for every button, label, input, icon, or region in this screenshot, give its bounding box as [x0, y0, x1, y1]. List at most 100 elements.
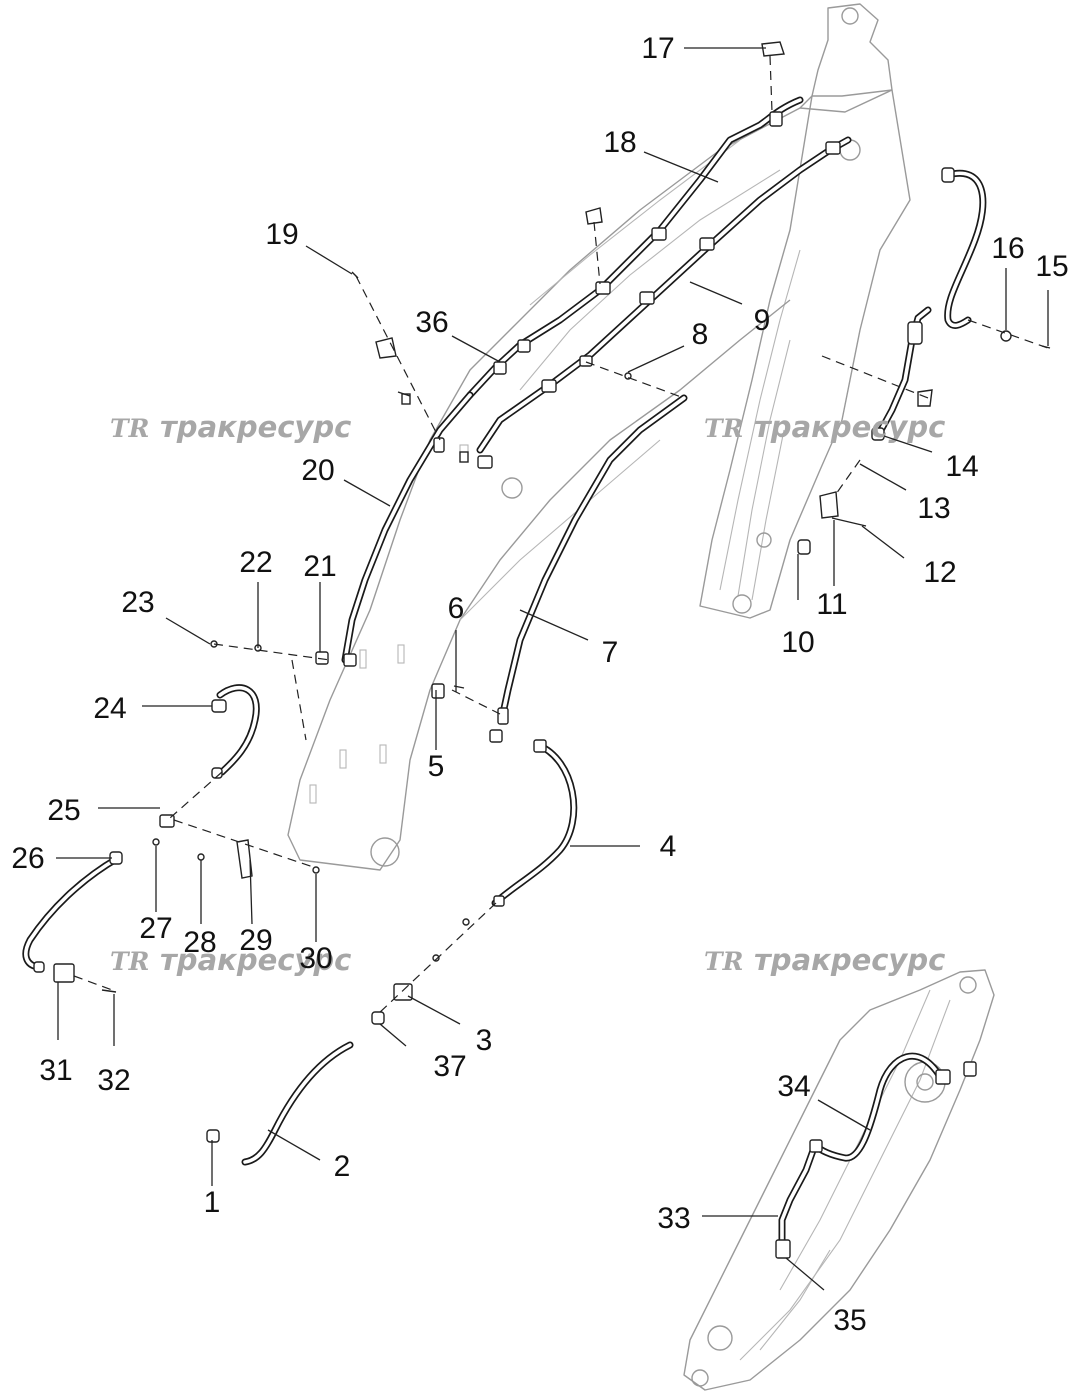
watermark-text: тракресурс: [160, 410, 351, 444]
watermark-logo: TR: [110, 947, 149, 976]
callout-27: 27: [139, 912, 172, 945]
watermark-text: тракресурс: [754, 410, 945, 444]
callout-26: 26: [11, 842, 44, 875]
clamp: [433, 437, 445, 453]
callout-12: 12: [923, 556, 956, 589]
watermark-text: тракресурс: [160, 943, 351, 977]
fitting: [206, 1129, 220, 1143]
callout-15: 15: [1035, 250, 1068, 283]
washer: [152, 838, 160, 846]
callout-14: 14: [945, 450, 978, 483]
callout-30: 30: [299, 942, 332, 975]
bracket: [761, 41, 785, 57]
bracket: [585, 207, 603, 225]
bracket: [819, 491, 839, 519]
tube-9: [476, 136, 852, 454]
bracket: [375, 337, 397, 359]
clamp: [699, 237, 715, 251]
watermark-logo: TR: [704, 414, 743, 443]
callout-32: 32: [97, 1064, 130, 1097]
clamp: [497, 707, 509, 725]
clamp: [393, 983, 413, 1001]
callout-7: 7: [602, 636, 619, 669]
clamp: [517, 339, 531, 353]
callout-3: 3: [476, 1024, 493, 1057]
callout-28: 28: [183, 926, 216, 959]
fitting: [371, 1011, 385, 1025]
watermark-logo: TR: [704, 947, 743, 976]
watermark-3: TR тракресурс: [110, 943, 351, 977]
washer: [312, 866, 320, 874]
watermark-1: TR тракресурс: [110, 410, 351, 444]
callout-16: 16: [991, 232, 1024, 265]
clamp: [315, 651, 329, 665]
hoses: [22, 96, 987, 1166]
callout-29: 29: [239, 924, 272, 957]
clamp: [533, 739, 547, 753]
clamp: [477, 455, 493, 469]
callout-22: 22: [239, 546, 272, 579]
callout-25: 25: [47, 794, 80, 827]
callout-21: 21: [303, 550, 336, 583]
clamp: [159, 814, 175, 828]
callout-31: 31: [39, 1054, 72, 1087]
fitting: [941, 167, 955, 183]
clamp: [541, 379, 557, 393]
clamp: [343, 653, 357, 667]
clamp: [579, 355, 593, 367]
callout-1: 1: [204, 1186, 221, 1219]
leader-lines: [56, 47, 1049, 1291]
watermark-2: TR тракресурс: [704, 410, 945, 444]
callout-24: 24: [93, 692, 126, 725]
callout-34: 34: [777, 1070, 810, 1103]
hose-right-upper: [944, 169, 987, 329]
callout-5: 5: [428, 750, 445, 783]
callout-18: 18: [603, 126, 636, 159]
clamp: [595, 281, 611, 295]
callout-17: 17: [641, 32, 674, 65]
fitting: [871, 427, 885, 441]
callout-11: 11: [816, 588, 847, 621]
washer: [432, 954, 440, 962]
callout-2: 2: [334, 1150, 351, 1183]
washer: [197, 853, 205, 861]
washer: [462, 918, 470, 926]
boom-outline: [287, 3, 911, 871]
clamp: [489, 729, 503, 743]
fitting: [33, 961, 45, 973]
clamp: [651, 227, 667, 241]
callout-35: 35: [833, 1304, 866, 1337]
callout-19: 19: [265, 218, 298, 251]
callout-10: 10: [781, 626, 814, 659]
watermark-4: TR тракресурс: [704, 943, 945, 977]
bracket: [917, 389, 933, 407]
fitting: [211, 767, 223, 779]
callout-8: 8: [692, 318, 709, 351]
spacer: [459, 451, 469, 463]
clamp: [53, 963, 75, 983]
clamp: [431, 683, 445, 699]
callout-6: 6: [448, 592, 465, 625]
callout-labels: 1 2 3 4 5 6 7 8 9 10 11 12 13 14 15 16 1…: [11, 32, 1068, 1337]
clamp: [825, 141, 841, 155]
callout-36: 36: [415, 306, 448, 339]
callout-4: 4: [660, 830, 677, 863]
inset-arm-view: [683, 969, 995, 1391]
callout-13: 13: [917, 492, 950, 525]
callout-9: 9: [754, 304, 771, 337]
clamp: [769, 111, 783, 127]
watermark-logo: TR: [110, 414, 149, 443]
callout-23: 23: [121, 586, 154, 619]
watermark-text: тракресурс: [754, 943, 945, 977]
tube-7: [498, 394, 688, 722]
bracket: [236, 839, 253, 879]
assembly-lines: [73, 55, 1049, 1015]
washer: [1000, 330, 1012, 342]
callout-20: 20: [301, 454, 334, 487]
callout-37: 37: [433, 1050, 466, 1083]
callout-33: 33: [657, 1202, 690, 1235]
clamp: [493, 361, 507, 375]
hose-2: [241, 1041, 354, 1166]
fitting: [211, 699, 227, 713]
